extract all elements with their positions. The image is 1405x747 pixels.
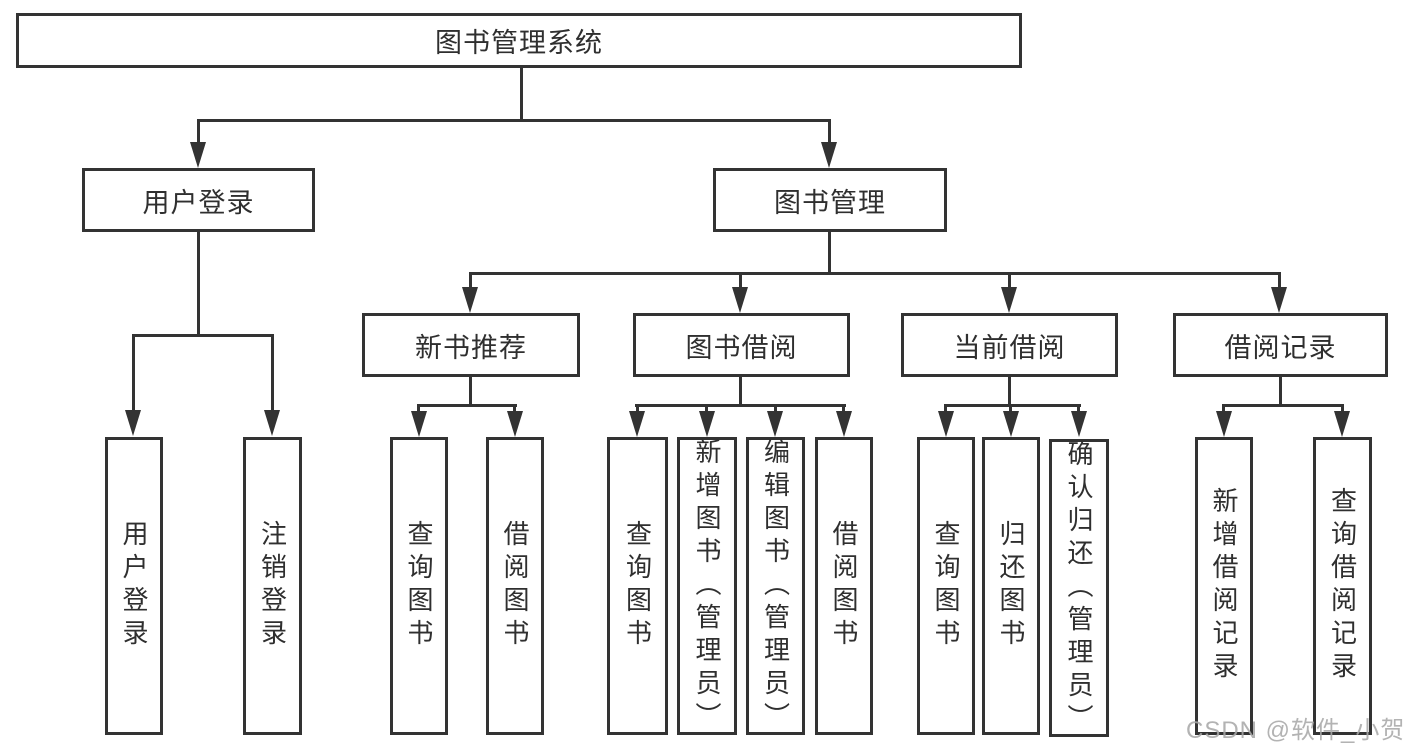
leaf-add-books-admin: 新增图书（管理员） [677,437,737,735]
leaf-user-login-label: 用户登录 [119,520,149,652]
connector-leaf-stub [636,404,639,414]
connector-to-new-book-recommend [469,272,472,289]
node-book-borrowing-label: 图书借阅 [685,332,798,363]
leaf-edit-books-admin: 编辑图书（管理员） [746,437,805,735]
connector-book-borrowing-branch [635,404,846,407]
node-new-book-recommend: 新书推荐 [362,313,580,377]
connector-to-leaf-user-login [132,334,135,410]
connector-borrowing-records-stem [1279,377,1282,407]
leaf-borrow-books-borrowing-label: 借阅图书 [829,520,859,652]
node-borrowing-records: 借阅记录 [1173,313,1388,377]
connector-leaf-stub [513,404,516,414]
connector-leaf-stub [1009,404,1012,414]
connector-user-login-stem [197,232,200,337]
connector-to-leaf-logout [271,334,274,410]
connector-new-book-recommend-stem [469,377,472,407]
arrow-down-icon [1071,411,1087,437]
arrow-down-icon [507,411,523,437]
arrow-down-icon [1271,287,1287,313]
leaf-borrow-books-borrowing: 借阅图书 [815,437,873,735]
connector-leaf-stub [1341,404,1344,414]
leaf-return-books-label: 归还图书 [996,520,1026,652]
node-book-management: 图书管理 [713,168,947,232]
connector-leaf-stub [705,404,708,414]
connector-book-borrowing-stem [739,377,742,407]
node-user-login-label: 用户登录 [142,187,255,218]
node-new-book-recommend-label: 新书推荐 [415,332,527,363]
arrow-down-icon [462,287,478,313]
arrow-down-icon [1216,411,1232,437]
node-current-borrowing-label: 当前借阅 [953,332,1066,363]
arrow-down-icon [938,411,954,437]
node-user-login: 用户登录 [82,168,315,232]
leaf-query-books-current-label: 查询图书 [931,520,961,652]
connector-leaf-stub [1077,404,1080,414]
arrow-down-icon [1334,411,1350,437]
connector-to-book-management [828,119,831,145]
node-root: 图书管理系统 [16,13,1022,68]
connector-leaf-stub [944,404,947,414]
leaf-query-books-current: 查询图书 [917,437,975,735]
leaf-add-borrow-record-label: 新增借阅记录 [1209,487,1239,685]
connector-current-borrowing-branch [944,404,1081,407]
arrow-down-icon [1001,287,1017,313]
arrow-down-icon [190,142,206,168]
connector-to-borrowing-records [1278,272,1281,289]
leaf-borrow-books-recommend: 借阅图书 [486,437,544,735]
leaf-confirm-return-admin: 确认归还（管理员） [1049,439,1109,737]
connector-leaf-stub [417,404,420,414]
arrow-down-icon [732,287,748,313]
leaf-logout: 注销登录 [243,437,302,735]
connector-leaf-stub [842,404,845,414]
arrow-down-icon [767,411,783,437]
arrow-down-icon [629,411,645,437]
connector-to-current-borrowing [1008,272,1011,289]
arrow-down-icon [264,410,280,436]
leaf-confirm-return-admin-label: 确认归还（管理员） [1064,439,1094,737]
leaf-edit-books-admin-label: 编辑图书（管理员） [760,437,791,735]
leaf-return-books: 归还图书 [982,437,1040,735]
node-borrowing-records-label: 借阅记录 [1224,332,1337,363]
arrow-down-icon [1003,411,1019,437]
leaf-add-borrow-record: 新增借阅记录 [1195,437,1253,735]
leaf-logout-label: 注销登录 [257,520,288,652]
leaf-query-borrow-record-label: 查询借阅记录 [1327,487,1358,685]
arrow-down-icon [836,411,852,437]
csdn-watermark: CSDN @软件_小贺同学 [1186,717,1405,744]
connector-to-user-login [197,119,200,145]
node-current-borrowing: 当前借阅 [901,313,1118,377]
node-book-borrowing: 图书借阅 [633,313,850,377]
connector-book-management-stem [828,232,831,275]
arrow-down-icon [411,411,427,437]
leaf-add-books-admin-label: 新增图书（管理员） [692,437,722,735]
arrow-down-icon [699,411,715,437]
connector-borrowing-records-branch [1222,404,1344,407]
connector-user-login-branch [132,334,274,337]
connector-leaf-stub [1222,404,1225,414]
connector-level2-branch [469,272,1281,275]
node-root-label: 图书管理系统 [435,28,603,58]
arrow-down-icon [125,410,141,436]
connector-root-stem [520,68,523,122]
leaf-query-books-recommend: 查询图书 [390,437,448,735]
leaf-query-books-borrowing: 查询图书 [607,437,668,735]
leaf-query-books-recommend-label: 查询图书 [404,520,434,652]
leaf-borrow-books-recommend-label: 借阅图书 [500,520,530,652]
leaf-query-borrow-record: 查询借阅记录 [1313,437,1372,735]
connector-current-borrowing-stem [1008,377,1011,407]
connector-level1-branch [197,119,831,122]
connector-to-book-borrowing [739,272,742,289]
leaf-user-login: 用户登录 [105,437,163,735]
connector-new-book-recommend-branch [417,404,517,407]
leaf-query-books-borrowing-label: 查询图书 [622,520,653,652]
node-book-management-label: 图书管理 [774,187,886,218]
connector-leaf-stub [774,404,777,414]
arrow-down-icon [821,142,837,168]
